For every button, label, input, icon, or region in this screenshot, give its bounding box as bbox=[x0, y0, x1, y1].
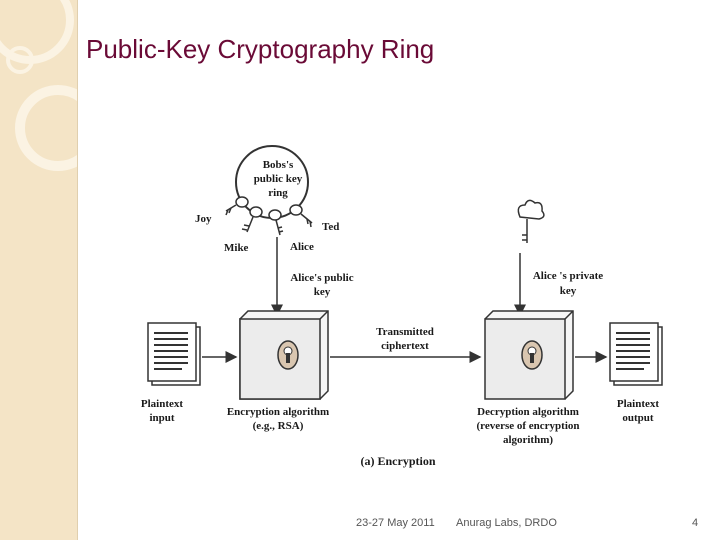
transmitted-line2: ciphertext bbox=[381, 340, 429, 352]
alice-public-key-line2: key bbox=[314, 286, 331, 298]
encryption-label-line1: Encryption algorithm bbox=[227, 406, 329, 418]
ring-label-line2: public key bbox=[254, 173, 303, 185]
encryption-lock-icon bbox=[277, 340, 299, 370]
plaintext-input-line2: input bbox=[149, 412, 174, 424]
name-alice: Alice bbox=[290, 241, 314, 253]
private-key-icon bbox=[517, 199, 545, 243]
diagram-caption: (a) Encryption bbox=[361, 454, 436, 468]
page-number: 4 bbox=[692, 517, 699, 529]
encryption-diagram: Bobs's public key ring Joy Mike Alice Te… bbox=[141, 145, 663, 468]
alice-public-key-line1: Alice's public bbox=[290, 272, 353, 284]
ring-label-line1: Bobs's bbox=[263, 159, 294, 171]
key-mike-icon bbox=[241, 206, 263, 233]
ring-label-line3: ring bbox=[268, 187, 288, 199]
transmitted-line1: Transmitted bbox=[376, 326, 434, 338]
footer-date: 23-27 May 2011 bbox=[356, 517, 435, 529]
footer-organization: Anurag Labs, DRDO bbox=[456, 517, 557, 529]
decorative-sidebar bbox=[0, 0, 77, 540]
plaintext-input-document-icon bbox=[147, 322, 201, 386]
key-ted-icon bbox=[289, 204, 313, 228]
plaintext-output-document-icon bbox=[609, 322, 663, 386]
plaintext-output-line2: output bbox=[622, 412, 654, 424]
decryption-label-line3: algorithm) bbox=[503, 434, 553, 446]
alice-private-key-line1: Alice 's private bbox=[533, 270, 603, 282]
key-joy-icon bbox=[225, 196, 249, 216]
sidebar-circles-decoration bbox=[0, 0, 77, 171]
decryption-label-line1: Decryption algorithm bbox=[477, 406, 579, 418]
plaintext-output-line1: Plaintext bbox=[617, 398, 659, 410]
sidebar-divider bbox=[77, 0, 78, 540]
encryption-label-line2: (e.g., RSA) bbox=[253, 420, 304, 432]
decryption-label-line2: (reverse of encryption bbox=[476, 420, 579, 432]
name-ted: Ted bbox=[322, 221, 339, 233]
key-alice-icon bbox=[268, 209, 284, 236]
name-mike: Mike bbox=[224, 242, 249, 254]
plaintext-input-line1: Plaintext bbox=[141, 398, 183, 410]
alice-private-key-line2: key bbox=[560, 285, 577, 297]
slide-title: Public-Key Cryptography Ring bbox=[86, 34, 435, 64]
decryption-lock-icon bbox=[521, 340, 543, 370]
name-joy: Joy bbox=[195, 213, 212, 225]
